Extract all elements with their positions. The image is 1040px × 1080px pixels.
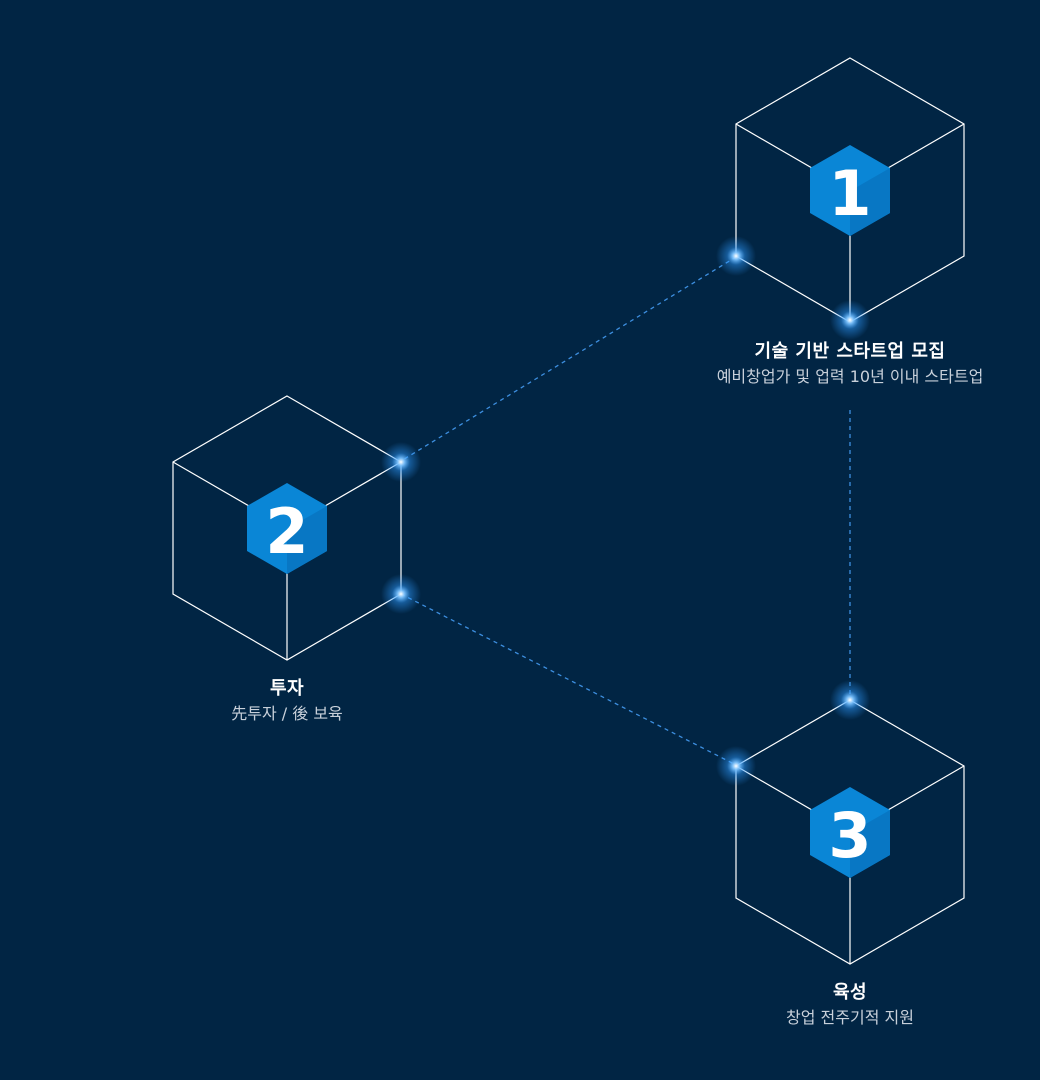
badge-shade xyxy=(850,810,890,878)
step-3-subtitle: 창업 전주기적 지원 xyxy=(786,1008,914,1027)
step-1-subtitle: 예비창업가 및 업력 10년 이내 스타트업 xyxy=(716,367,984,386)
glow-dot-icon xyxy=(716,746,756,786)
step-number-3: 3 xyxy=(828,799,871,872)
connector-2-3 xyxy=(400,593,737,766)
step-1-title: 기술 기반 스타트업 모집 xyxy=(754,341,946,362)
step-2-subtitle: 先투자 / 後 보육 xyxy=(231,704,343,723)
step-number-2: 2 xyxy=(265,495,308,568)
glow-points xyxy=(381,236,870,786)
step-number-1: 1 xyxy=(828,157,871,230)
connector-1-2 xyxy=(400,256,737,462)
step-2-caption: 투자 先투자 / 後 보육 xyxy=(107,676,467,726)
glow-dot-icon xyxy=(830,680,870,720)
glow-dot-icon xyxy=(381,574,421,614)
glow-dot-icon xyxy=(716,236,756,276)
badge-3: 3 xyxy=(810,787,890,878)
step-1-caption: 기술 기반 스타트업 모집 예비창업가 및 업력 10년 이내 스타트업 xyxy=(670,339,1030,389)
step-3-caption: 육성 창업 전주기적 지원 xyxy=(670,980,1030,1030)
glow-dot-icon xyxy=(830,300,870,340)
badge-2: 2 xyxy=(247,483,327,574)
badge-shade xyxy=(287,506,327,574)
badge-1: 1 xyxy=(810,145,890,236)
step-3-title: 육성 xyxy=(832,982,868,1003)
connector-lines xyxy=(400,256,851,766)
step-2-title: 투자 xyxy=(269,678,305,699)
glow-dot-icon xyxy=(381,442,421,482)
badge-shade xyxy=(850,168,890,236)
